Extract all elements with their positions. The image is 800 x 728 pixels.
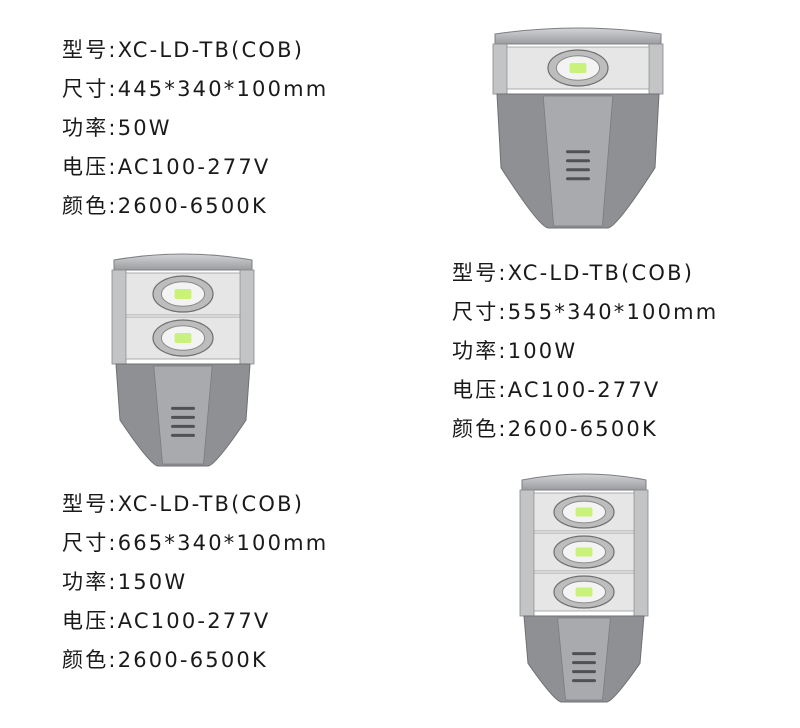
led-chip — [575, 587, 593, 597]
lamp-top-cap — [494, 27, 662, 45]
lamp-spine — [557, 617, 611, 701]
vent-slot — [572, 670, 596, 674]
vent-slot — [171, 433, 195, 437]
vent-slot — [171, 424, 195, 428]
spec-model: 型号:XC-LD-TB(COB) — [452, 261, 695, 285]
spec-block-50w: 型号:XC-LD-TB(COB) 尺寸:445*340*100mm 功率:50W… — [62, 35, 328, 230]
lamp-side-frame — [648, 43, 664, 95]
spec-model: 型号:XC-LD-TB(COB) — [62, 492, 305, 516]
spec-color-temp: 颜色:2600-6500K — [62, 194, 268, 218]
vent-slot — [572, 652, 596, 656]
vent-slot — [572, 679, 596, 683]
led-chip — [174, 332, 192, 344]
street-light-image-100w — [110, 250, 256, 474]
spec-size: 尺寸:445*340*100mm — [62, 77, 329, 101]
vent-slot — [566, 150, 590, 154]
vent-slot — [171, 406, 195, 410]
spec-color-temp: 颜色:2600-6500K — [62, 648, 268, 672]
spec-color-temp: 颜色:2600-6500K — [452, 417, 658, 441]
spec-power: 功率:150W — [62, 570, 188, 594]
vent-slot — [572, 661, 596, 665]
led-chip — [575, 507, 593, 517]
street-light-image-150w — [518, 470, 650, 710]
street-light-image-50w — [491, 24, 665, 236]
spec-voltage: 电压:AC100-277V — [452, 378, 661, 402]
spec-voltage: 电压:AC100-277V — [62, 609, 271, 633]
spec-power: 功率:100W — [452, 339, 578, 363]
led-chip — [569, 62, 587, 74]
spec-voltage: 电压:AC100-277V — [62, 155, 271, 179]
lamp-side-frame — [239, 269, 255, 365]
spec-block-150w: 型号:XC-LD-TB(COB) 尺寸:665*340*100mm 功率:150… — [62, 489, 328, 684]
lamp-side-frame — [633, 489, 649, 617]
spec-size: 尺寸:665*340*100mm — [62, 531, 329, 555]
vent-slot — [171, 415, 195, 419]
led-chip — [575, 547, 593, 557]
led-chip — [174, 288, 192, 300]
lamp-spine — [153, 365, 213, 465]
vent-slot — [566, 177, 590, 181]
spec-size: 尺寸:555*340*100mm — [452, 300, 719, 324]
lamp-side-frame — [492, 43, 508, 95]
vent-slot — [566, 168, 590, 172]
lamp-top-cap — [521, 473, 647, 491]
spec-power: 功率:50W — [62, 116, 172, 140]
lamp-side-frame — [519, 489, 535, 617]
spec-model: 型号:XC-LD-TB(COB) — [62, 38, 305, 62]
vent-slot — [566, 159, 590, 163]
lamp-side-frame — [111, 269, 127, 365]
spec-block-100w: 型号:XC-LD-TB(COB) 尺寸:555*340*100mm 功率:100… — [452, 258, 718, 453]
lamp-top-cap — [113, 253, 253, 271]
